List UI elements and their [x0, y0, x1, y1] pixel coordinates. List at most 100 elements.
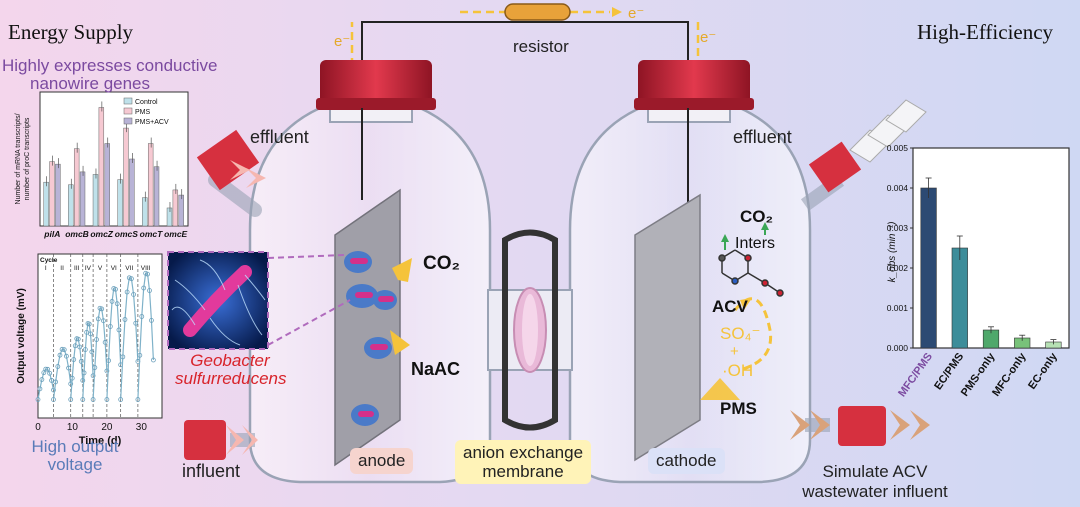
- cathode-electrode: [634, 193, 701, 462]
- volt-cycle-I: I: [45, 265, 47, 272]
- volt-point-VI-5: [113, 286, 118, 292]
- volt-point-I-2: [39, 377, 45, 382]
- volt-point-II-5: [61, 347, 67, 353]
- gene-xtick-omcE: omcE: [164, 229, 187, 239]
- gene-bar-omcE-Control: [166, 207, 173, 227]
- volt-point-VII-6: [131, 292, 136, 297]
- volt-point-VI-3: [109, 299, 115, 304]
- right-effluent-label: effluent: [733, 127, 792, 147]
- membrane-label: anion exchange membrane: [455, 440, 592, 484]
- gene-bar-pilA-Control: [43, 181, 49, 227]
- gene-bar-omcT-Control: [142, 197, 148, 227]
- volt-cycle-VI: VI: [111, 265, 117, 272]
- oh-label: ·OH: [722, 361, 754, 380]
- volt-point-VII-1: [120, 354, 126, 360]
- volt-point-VIII-5: [145, 271, 150, 277]
- nanowire-heading-line2: nanowire genes: [29, 74, 151, 93]
- volt-point-VIII-6: [147, 288, 152, 293]
- inters-label: Inters: [735, 235, 776, 252]
- membrane-line2: membrane: [482, 462, 564, 481]
- gene-legend-swatch-Control: [123, 97, 133, 105]
- volt-line-cycle-IV: [82, 322, 94, 400]
- volt-xtick-30: 30: [136, 422, 148, 433]
- gene-legend-PMS+ACV: PMS+ACV: [135, 119, 169, 126]
- volt-point-VIII-8: [150, 357, 156, 363]
- volt-point-IV-8: [90, 373, 96, 379]
- kobs-ytick-0.001: 0.001: [887, 303, 909, 313]
- volt-line-cycle-III: [70, 337, 84, 400]
- volt-point-V-5: [99, 306, 105, 312]
- kobs-ytick-0.000: 0.000: [887, 343, 909, 353]
- kobs-xtick-MFC/PMS: MFC/PMS: [896, 351, 935, 399]
- naac-label: NaAC: [411, 359, 461, 379]
- gene-legend-swatch-PMS: [123, 107, 133, 115]
- co2-cathode-label: CO₂: [740, 207, 774, 226]
- volt-point-IV-3: [84, 329, 90, 335]
- gene-bar-omcS-PMS: [123, 127, 129, 227]
- right-influent-port: [790, 406, 930, 446]
- kobs-xtick-EC/PMS: EC/PMS: [932, 351, 966, 392]
- volt-point-III-5: [75, 336, 81, 342]
- volt-point-VI-1: [106, 358, 112, 364]
- electron-label-right: e⁻: [700, 29, 717, 46]
- gene-bar-pilA-PMS: [49, 161, 55, 227]
- pms-arrow: [700, 378, 740, 400]
- volt-point-V-8: [104, 368, 110, 374]
- volt-point-I-6: [47, 370, 53, 376]
- volt-point-II-1: [53, 379, 59, 385]
- volt-point-VII-4: [126, 275, 132, 281]
- volt-cycle-V: V: [98, 265, 103, 272]
- volt-point-IV-6: [88, 331, 93, 337]
- volt-plot-area: [37, 253, 163, 419]
- volt-point-V-7: [102, 339, 108, 345]
- volt-point-II-0: [51, 397, 56, 402]
- volt-cycle-VIII: VIII: [141, 265, 151, 272]
- geobacter-line1: Geobacter: [190, 351, 270, 370]
- volt-point-VII-0: [118, 397, 124, 402]
- kobs-plot-area: [912, 147, 1070, 349]
- volt-point-VI-6: [114, 301, 120, 307]
- volt-point-I-8: [51, 387, 56, 393]
- volt-point-IV-5: [86, 321, 92, 327]
- volt-point-II-4: [59, 346, 65, 352]
- gene-bar-omcS-Control: [117, 179, 123, 227]
- volt-xtick-10: 10: [67, 422, 79, 433]
- gene-bar-omcB-PMS: [73, 148, 80, 227]
- anode-cap: [320, 60, 432, 108]
- gene-bar-omcZ-PMS+ACV: [104, 143, 110, 227]
- volt-point-VI-7: [116, 327, 122, 333]
- so4-label: SO₄⁻: [720, 324, 761, 343]
- volt-point-III-8: [80, 378, 86, 383]
- acv-molecule: [718, 249, 784, 297]
- gene-bar-omcB-Control: [68, 184, 74, 227]
- co2-arrow: [392, 258, 412, 282]
- volt-point-VII-7: [133, 320, 139, 326]
- kobs-bar-EC/PMS: [951, 247, 968, 349]
- volt-point-I-1: [37, 386, 43, 392]
- left-effluent-port: [196, 129, 266, 191]
- gene-xtick-omcZ: omcZ: [90, 229, 113, 239]
- co2-anode-label: CO₂: [423, 253, 460, 274]
- pms-label: PMS: [720, 399, 757, 418]
- electron-label-left: e⁻: [334, 33, 351, 50]
- volt-point-VIII-2: [139, 314, 145, 319]
- volt-point-III-6: [77, 344, 83, 350]
- volt-point-III-2: [71, 357, 77, 362]
- cathode-label: cathode: [648, 448, 725, 474]
- geobacter-line2: sulfurreducens: [175, 369, 287, 388]
- cathode-cap: [638, 60, 750, 108]
- energy-supply-title: Energy Supply: [8, 20, 134, 44]
- geobacter-label: Geobacter sulfurreducens: [175, 351, 287, 388]
- simulate-line1: Simulate ACV: [822, 462, 928, 481]
- volt-point-VII-3: [124, 289, 130, 295]
- gene-xtick-omcB: omcB: [65, 229, 89, 239]
- volt-xtick-0: 0: [35, 422, 41, 433]
- volt-point-IV-1: [81, 370, 87, 376]
- volt-cycle-label: Cycle: [40, 257, 58, 264]
- high-voltage-line1: High output: [31, 437, 119, 456]
- volt-ylabel: Output voltage (mV): [16, 288, 27, 384]
- circuit-wire: [361, 21, 689, 90]
- high-efficiency-title: High-Efficiency: [917, 20, 1054, 44]
